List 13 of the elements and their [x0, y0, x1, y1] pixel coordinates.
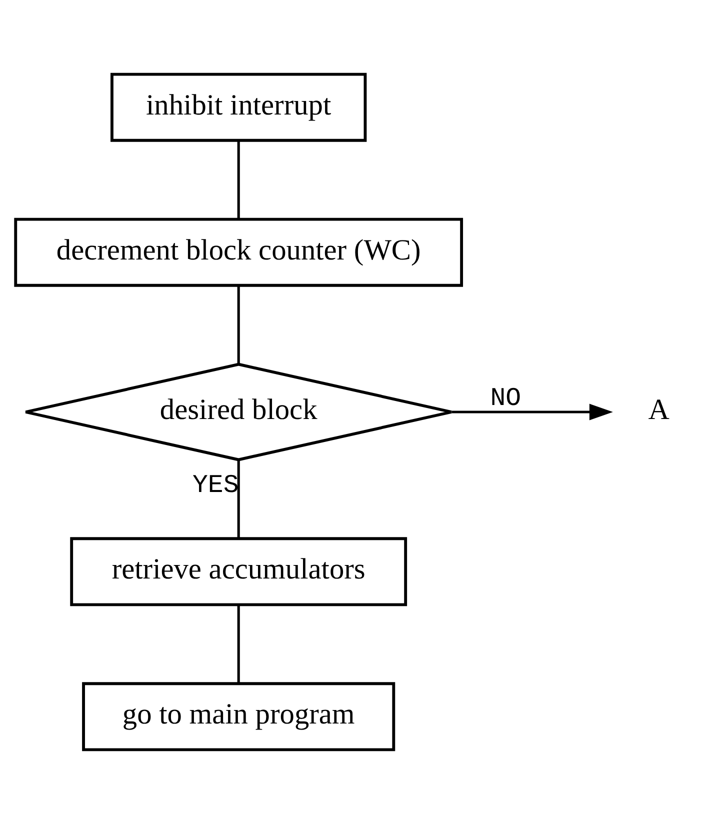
connector	[237, 140, 240, 218]
node-diamond: desired block	[24, 362, 453, 461]
node-box: go to main program	[82, 682, 396, 751]
edge-label: NO	[490, 384, 522, 413]
node-box: decrement block counter (WC)	[14, 217, 464, 286]
connector	[237, 459, 240, 538]
node-text: A	[648, 393, 670, 426]
node-box: retrieve accumulators	[70, 536, 408, 606]
connector	[237, 604, 240, 683]
connector	[237, 284, 240, 364]
node-box: inhibit interrupt	[110, 72, 367, 142]
edge-label: YES	[192, 470, 239, 500]
arrow	[452, 403, 613, 420]
